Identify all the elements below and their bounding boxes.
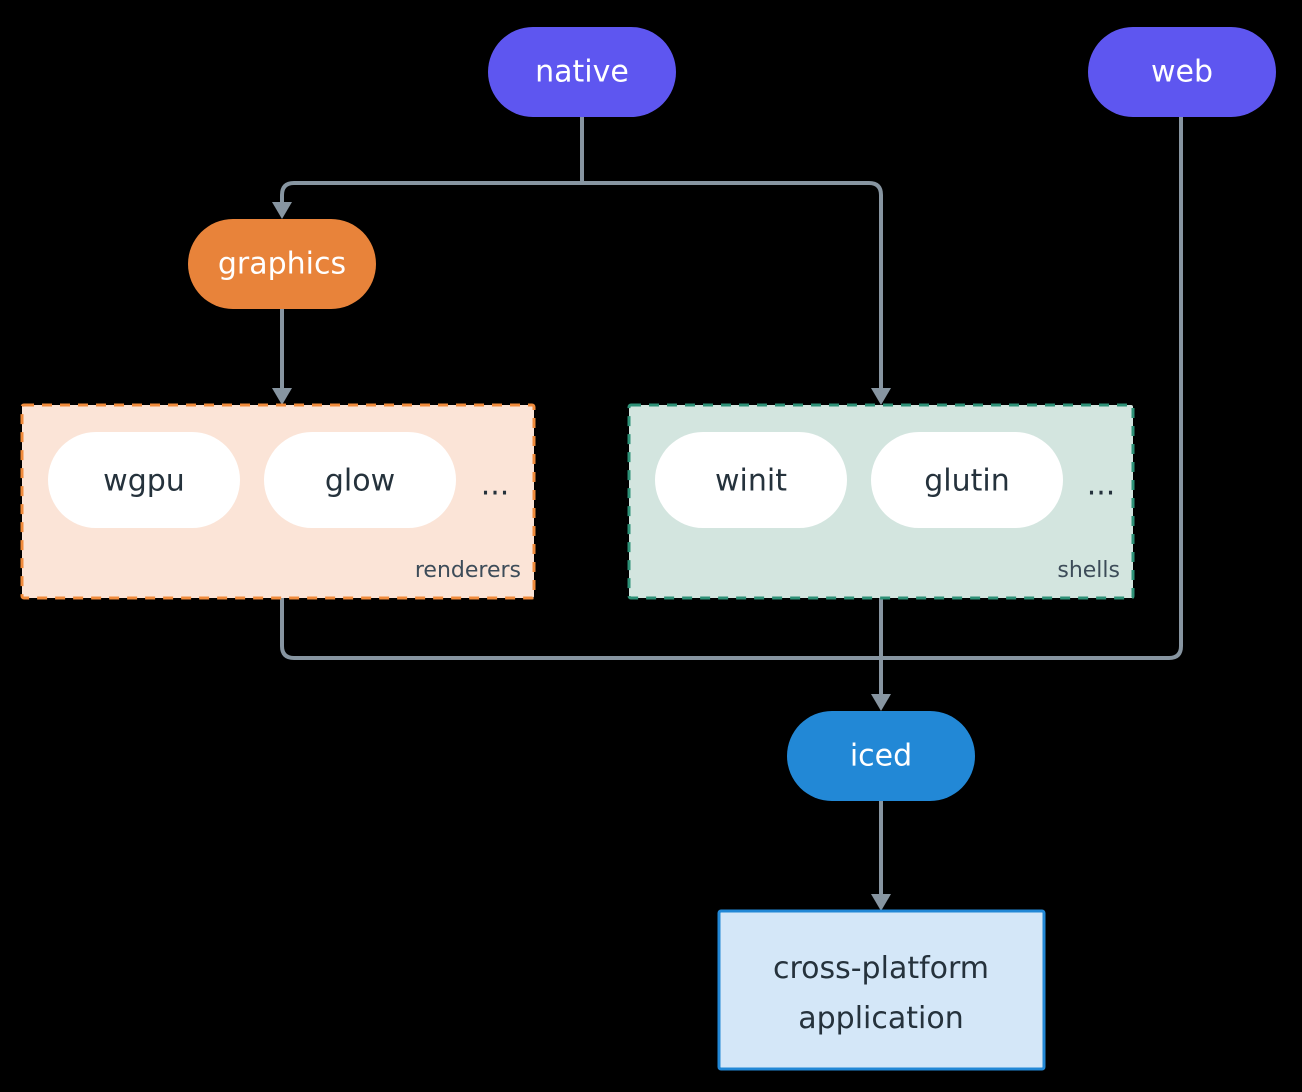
- node-winit-shape: [655, 432, 847, 528]
- node-iced[interactable]: iced: [787, 711, 975, 801]
- edge-renderers-to-iced: [280, 598, 881, 660]
- arrow-head-iced: [871, 694, 891, 711]
- group-renderers[interactable]: wgpu glow ... renderers: [20, 403, 536, 600]
- group-renderers-tag: renderers: [415, 558, 521, 583]
- group-shells[interactable]: winit glutin ... shells: [627, 403, 1135, 600]
- node-winit[interactable]: winit: [655, 432, 847, 528]
- node-application-label-line1: cross-platform: [773, 951, 989, 986]
- node-web[interactable]: web: [1088, 27, 1276, 117]
- node-graphics-label: graphics: [218, 247, 346, 282]
- edge-layer: [272, 117, 1183, 911]
- node-web-shape: [1088, 27, 1276, 117]
- node-glow-shape: [264, 432, 456, 528]
- node-iced-shape: [787, 711, 975, 801]
- shells-ellipsis: ...: [1087, 468, 1116, 503]
- arrow-head-renderers: [272, 388, 292, 405]
- node-native-label: native: [535, 55, 629, 90]
- node-wgpu[interactable]: wgpu: [48, 432, 240, 528]
- node-glow-label: glow: [325, 464, 395, 499]
- group-shells-tag: shells: [1057, 558, 1120, 583]
- node-glutin-shape: [871, 432, 1063, 528]
- node-graphics-shape: [188, 219, 376, 309]
- edge-web-to-iced: [881, 117, 1183, 660]
- node-winit-label: winit: [715, 464, 787, 499]
- node-web-label: web: [1151, 55, 1213, 90]
- arrow-head-shells: [871, 388, 891, 405]
- node-application-shape: [717, 909, 1046, 1071]
- node-graphics[interactable]: graphics: [188, 219, 376, 309]
- node-wgpu-label: wgpu: [103, 464, 185, 499]
- node-application[interactable]: cross-platform application: [717, 909, 1046, 1071]
- arrow-head-graphics: [272, 202, 292, 219]
- edge-native-to-graphics: [280, 181, 582, 206]
- renderers-ellipsis: ...: [481, 468, 510, 503]
- node-native[interactable]: native: [488, 27, 676, 117]
- node-glutin-label: glutin: [924, 464, 1010, 499]
- arrow-head-application: [871, 894, 891, 911]
- node-glow[interactable]: glow: [264, 432, 456, 528]
- node-application-label-line2: application: [798, 1001, 963, 1036]
- node-iced-label: iced: [850, 739, 912, 774]
- edge-native-to-shells: [582, 181, 883, 392]
- node-wgpu-shape: [48, 432, 240, 528]
- node-glutin[interactable]: glutin: [871, 432, 1063, 528]
- node-native-shape: [488, 27, 676, 117]
